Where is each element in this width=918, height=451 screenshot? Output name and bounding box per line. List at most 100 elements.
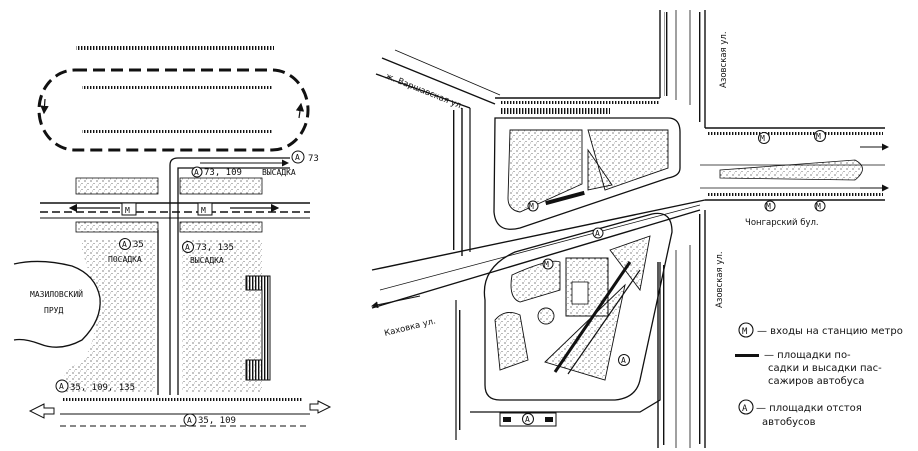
outline-arrow-right — [309, 400, 332, 414]
bus-stop-symbol-letter: А — [295, 153, 300, 162]
green-circle — [537, 307, 555, 325]
metro-symbol-letter: М — [766, 202, 771, 211]
route-label-right-stop: 73, 135 — [196, 243, 234, 253]
dropoff-label: ВЫСАДКА — [262, 168, 296, 177]
legend: М — входы на станцию метро — площадки по… — [735, 322, 903, 428]
platform — [567, 269, 641, 375]
metro-symbol — [527, 200, 539, 212]
bus-stop-symbol — [55, 379, 69, 393]
street-label-varshavskaya: ж. Варшавская ул. — [384, 72, 465, 113]
pond — [13, 260, 101, 348]
bus-stop-symbol-letter: А — [122, 240, 127, 249]
boarding-label: ПОСАДКА — [108, 255, 142, 264]
legend-platform-text: садки и высадки пас- — [768, 363, 882, 374]
legend-platform-symbol — [735, 354, 759, 357]
bus-yard-bar — [503, 417, 511, 422]
metro-symbol-letter: М — [544, 260, 549, 269]
bus-symbol-letter: А — [525, 415, 530, 424]
bridge-deck — [75, 177, 159, 195]
building — [245, 275, 271, 381]
road-hatch — [698, 214, 702, 444]
metro-entrance-symbol: М — [125, 206, 130, 215]
metro-symbol-letter: М — [816, 202, 821, 211]
metro-entrance-symbol: М — [201, 206, 206, 215]
road-hatch — [708, 193, 883, 196]
route-label-upper-stop: 73, 109 — [204, 168, 242, 178]
street-rail — [394, 49, 501, 96]
road-hatch — [500, 101, 660, 104]
green-area — [507, 129, 583, 213]
metro-symbol — [542, 258, 554, 270]
road-hatch — [82, 130, 272, 133]
route-label-bottom-mid: 35, 109 — [198, 416, 236, 426]
metro-symbol — [814, 130, 826, 142]
bus-stop-symbol — [182, 241, 194, 253]
street-edge — [375, 73, 471, 109]
road-hatch — [664, 12, 668, 96]
route-label-bottom-left: 35, 109, 135 — [70, 383, 135, 393]
legend-metro-symbol — [738, 322, 754, 338]
loop-arrow — [40, 98, 49, 115]
bus-symbol-letter: А — [595, 229, 600, 238]
bus-yard — [470, 262, 661, 413]
metro-symbol — [758, 132, 770, 144]
bus-symbol — [618, 354, 630, 366]
platform — [553, 261, 632, 373]
green-area — [60, 240, 155, 392]
bus-stop-symbol-letter: А — [185, 243, 190, 252]
bridge-deck — [179, 221, 263, 233]
metro-entrance — [121, 202, 137, 216]
road-hatch — [698, 12, 702, 122]
bus-stop-symbol — [183, 413, 197, 427]
left-plan: М М МАЗИЛОВСКИЙ ПРУД А 73 А 73, 109 ВЫСА… — [13, 46, 332, 427]
road-hatch — [458, 310, 462, 430]
route-label-top: 73 — [308, 154, 319, 164]
road-hatch — [452, 110, 456, 250]
green-area — [494, 311, 529, 371]
pond-label: ПРУД — [44, 306, 63, 315]
bus-stop-symbol — [191, 166, 203, 178]
bus-symbol — [522, 413, 534, 425]
metro-symbol-letter: М — [760, 134, 765, 143]
legend-bus-symbol — [738, 399, 754, 415]
metro-symbol — [764, 200, 776, 212]
pond-label: МАЗИЛОВСКИЙ — [30, 288, 83, 299]
legend-platform-text: — площадки по- — [764, 350, 851, 361]
access-road — [177, 167, 290, 175]
road-hatch — [662, 265, 666, 445]
legend-bus-letter: А — [742, 404, 748, 414]
upper-block — [493, 117, 681, 230]
outline-arrow-left — [28, 403, 55, 419]
legend-bus-text: — площадки отстоя — [756, 403, 862, 414]
bus-stop-symbol — [291, 150, 305, 164]
bus-symbol-letter: А — [621, 356, 626, 365]
green-area — [587, 148, 613, 191]
bus-symbol — [592, 227, 604, 239]
street-label-chongarsky: Чонгарский бул. — [745, 218, 819, 228]
bus-stop-symbol-letter: А — [187, 416, 192, 425]
lower-block — [483, 212, 673, 401]
street-edge — [371, 209, 701, 309]
route-label-left-stop: 35 — [133, 240, 144, 250]
road-hatch — [708, 132, 883, 135]
green-area — [510, 260, 561, 303]
bus-loop — [37, 68, 310, 152]
dropoff-label: ВЫСАДКА — [190, 256, 224, 265]
street-label-azovskaya-right: Азовская ул. — [715, 251, 725, 308]
bridge-deck — [179, 177, 263, 195]
metro-entrance — [197, 202, 213, 216]
road-hatch — [82, 86, 272, 89]
metro-symbol-letter: М — [529, 202, 534, 211]
metro-symbol-letter: М — [816, 132, 821, 141]
bus-yard-bar — [545, 417, 553, 422]
median-island — [719, 159, 863, 181]
legend-platform-text: сажиров автобуса — [768, 376, 864, 387]
direction-arrow — [371, 295, 421, 309]
legend-bus-text: автобусов — [762, 417, 816, 428]
bridge-deck — [75, 221, 159, 233]
metro-symbol — [814, 200, 826, 212]
street-edge — [371, 199, 706, 271]
street-label-kakhovka: Каховка ул. — [383, 316, 437, 338]
road-hatch — [62, 398, 302, 401]
